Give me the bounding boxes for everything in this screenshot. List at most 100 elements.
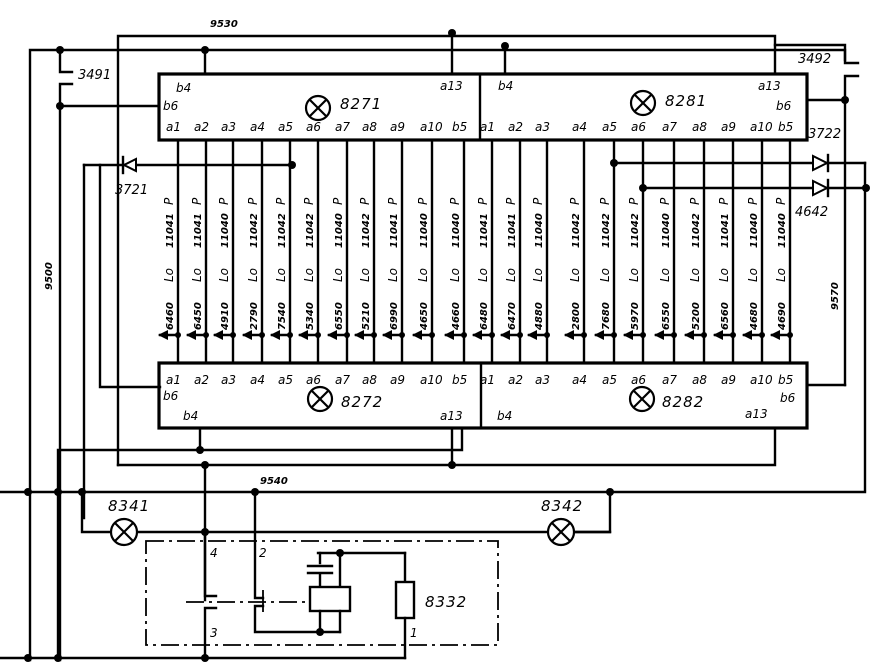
pin-8271-a8: a8: [362, 120, 377, 134]
pin-8272-b4: b4: [183, 409, 198, 423]
pin-8271-a2: a2: [194, 120, 209, 134]
element-part: 11042: [361, 213, 372, 248]
element-part: 11041: [193, 213, 204, 248]
connector-block-bottom: [157, 361, 809, 430]
element-part: 11042: [305, 213, 316, 248]
element-code: 5970: [630, 302, 641, 330]
element-code: 7540: [277, 302, 288, 330]
pin-8272-a1: a1: [166, 373, 181, 387]
pin-8271-a9: a9: [390, 120, 405, 134]
element-suffix: P: [476, 197, 490, 205]
element-part: 11042: [691, 213, 702, 248]
element-type: Lo: [627, 268, 641, 282]
element-suffix: P: [416, 197, 430, 205]
pin-8281-b4: b4: [498, 79, 513, 93]
lamp-label-8341: 8341: [108, 497, 150, 515]
element-suffix: P: [190, 197, 204, 205]
diode-label-3722: 3722: [808, 127, 841, 142]
element-part: 11040: [749, 213, 760, 248]
element-suffix: P: [246, 197, 260, 205]
diode-3721-icon: [82, 155, 296, 520]
element-part: 11040: [661, 213, 672, 248]
element-part: 11042: [249, 213, 260, 248]
element-code: 6550: [334, 302, 345, 330]
element-part: 11042: [277, 213, 288, 248]
pin-8272-b5: b5: [452, 373, 467, 387]
element-code: 5200: [691, 302, 702, 330]
element-suffix: P: [274, 197, 288, 205]
element-part: 11041: [165, 213, 176, 248]
pin-8272-b6: b6: [163, 389, 179, 403]
pin-8272-a5: a5: [278, 373, 293, 387]
pin-8282-a1: a1: [480, 373, 495, 387]
connector-label-8281: 8281: [665, 92, 707, 110]
pin-8282-a6: a6: [631, 373, 646, 387]
element-part: 11041: [720, 213, 731, 248]
diode-label-4642: 4642: [795, 205, 828, 220]
wire-label-9540: 9540: [260, 476, 288, 487]
element-suffix: P: [531, 197, 545, 205]
element-type: Lo: [448, 268, 462, 282]
element-type: Lo: [162, 268, 176, 282]
pin-8272-a8: a8: [362, 373, 377, 387]
element-suffix: P: [658, 197, 672, 205]
element-part: 11040: [534, 213, 545, 248]
pin-8282-a9: a9: [721, 373, 736, 387]
connector-label-8282: 8282: [662, 393, 704, 411]
element-code: 7680: [601, 302, 612, 330]
element-part: 11041: [479, 213, 490, 248]
pin-8271-a6: a6: [306, 120, 321, 134]
wire-label-9530: 9530: [210, 19, 238, 30]
pin-8282-a10: a10: [750, 373, 773, 387]
element-code: 4910: [220, 302, 231, 331]
pin-8272-a6: a6: [306, 373, 321, 387]
pin-8281-a2: a2: [508, 120, 523, 134]
pin-8281-b6: b6: [776, 99, 792, 113]
element-type: Lo: [476, 268, 490, 282]
element-type: Lo: [598, 268, 612, 282]
relay-terminal-3: 3: [210, 626, 218, 640]
pin-8272-a7: a7: [335, 373, 350, 387]
pin-8282-a4: a4: [572, 373, 587, 387]
pin-8271-a4: a4: [250, 120, 265, 134]
pin-8282-a13: a13: [745, 407, 768, 421]
wire-label-9570: 9570: [830, 282, 841, 310]
relay-terminal-4: 4: [210, 546, 218, 560]
element-type: Lo: [717, 268, 731, 282]
pin-8282-b4: b4: [497, 409, 512, 423]
element-part: 11042: [601, 213, 612, 248]
element-type: Lo: [504, 268, 518, 282]
heating-element-columns: 6460Lo11041P6450Lo11041P4910Lo11040P2790…: [158, 138, 793, 365]
element-suffix: P: [717, 197, 731, 205]
pin-8281-a4: a4: [572, 120, 587, 134]
element-code: 4690: [777, 302, 788, 331]
pin-8282-a7: a7: [662, 373, 677, 387]
diode-label-3721: 3721: [115, 183, 148, 198]
element-type: Lo: [358, 268, 372, 282]
element-part: 11042: [571, 213, 582, 248]
connector-8282-lamp-icon: [628, 385, 656, 413]
element-code: 4680: [749, 302, 760, 331]
connector-label-8272: 8272: [341, 393, 383, 411]
element-code: 5210: [361, 302, 372, 330]
element-code: 6460: [165, 302, 176, 330]
element-type: Lo: [774, 268, 788, 282]
element-part: 11040: [220, 213, 231, 248]
element-type: Lo: [246, 268, 260, 282]
connector-label-8271: 8271: [340, 95, 382, 113]
diode-4642-icon: [639, 161, 870, 492]
element-code: 6450: [193, 302, 204, 330]
element-part: 11040: [419, 213, 430, 248]
element-suffix: P: [448, 197, 462, 205]
